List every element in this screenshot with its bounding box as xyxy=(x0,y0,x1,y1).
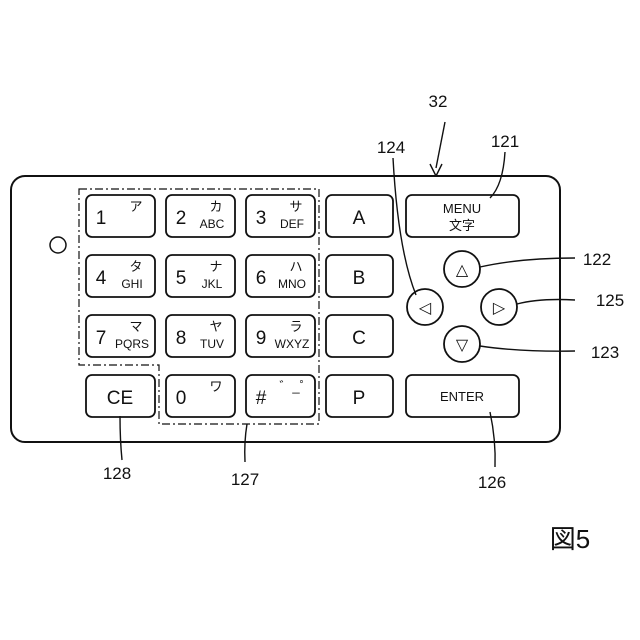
menu-key[interactable]: MENU 文字 xyxy=(406,195,519,237)
down-arrow-key[interactable]: ▽ xyxy=(444,326,480,362)
key-letters: GHI xyxy=(121,277,142,291)
keypad-key-1[interactable]: 1ア xyxy=(86,195,155,237)
left-arrow-key[interactable]: ◁ xyxy=(407,289,443,325)
leader-line-128 xyxy=(120,416,122,460)
keypad-key-9[interactable]: 9 ラ WXYZ xyxy=(246,315,315,357)
key-digit: 5 xyxy=(176,268,187,289)
keypad-key-5[interactable]: 5 ナ JKL xyxy=(166,255,235,297)
ref-126: 126 xyxy=(478,473,506,492)
key-letters: TUV xyxy=(200,337,224,351)
key-digit: 2 xyxy=(176,208,187,229)
ref-127: 127 xyxy=(231,470,259,489)
indicator-lamp xyxy=(50,237,66,253)
letter-key-label: C xyxy=(352,328,366,349)
letter-key-c[interactable]: C xyxy=(326,315,393,357)
keypad-key-2[interactable]: 2 カ ABC xyxy=(166,195,235,237)
up-arrow-icon: △ xyxy=(456,262,469,279)
key-digit: 6 xyxy=(256,268,267,289)
left-arrow-icon: ◁ xyxy=(419,300,432,317)
key-letters: PQRS xyxy=(115,337,149,351)
keypad-key-7[interactable]: 7 マ PQRS xyxy=(86,315,155,357)
menu-key-sublabel: 文字 xyxy=(449,218,475,233)
key-kana: ア xyxy=(129,199,142,214)
letter-key-label: A xyxy=(353,208,366,229)
ce-key-label: CE xyxy=(107,388,133,409)
key-digit: 7 xyxy=(96,328,107,349)
right-arrow-key[interactable]: ▷ xyxy=(481,289,517,325)
key-kana: ゛_゜ xyxy=(279,379,312,394)
letter-key-p[interactable]: P xyxy=(326,375,393,417)
down-arrow-icon: ▽ xyxy=(456,337,469,354)
figure-label: 図5 xyxy=(550,524,590,554)
key-digit: # xyxy=(256,388,267,409)
ref-125: 125 xyxy=(596,291,624,310)
letter-keys: A B C P xyxy=(326,195,393,417)
key-letters: MNO xyxy=(278,277,306,291)
menu-key-label: MENU xyxy=(443,201,481,216)
enter-key-label: ENTER xyxy=(440,389,484,404)
keypad-key-3[interactable]: 3 サ DEF xyxy=(246,195,315,237)
key-kana: カ xyxy=(209,199,222,214)
keypad-key-6[interactable]: 6 ハ MNO xyxy=(246,255,315,297)
key-kana: ラ xyxy=(289,319,302,334)
ref-128: 128 xyxy=(103,464,131,483)
keypad-key-#[interactable]: # ゛_゜ xyxy=(246,375,315,417)
key-digit: 4 xyxy=(96,268,107,289)
key-letters: DEF xyxy=(280,217,304,231)
right-arrow-icon: ▷ xyxy=(493,300,506,317)
ref-122: 122 xyxy=(583,250,611,269)
ref-121: 121 xyxy=(491,132,519,151)
key-kana: ヤ xyxy=(209,319,222,334)
key-kana: ワ xyxy=(209,379,222,394)
key-letters: JKL xyxy=(202,277,223,291)
key-kana: マ xyxy=(129,319,142,334)
enter-key[interactable]: ENTER xyxy=(406,375,519,417)
ref-124: 124 xyxy=(377,138,405,157)
up-arrow-key[interactable]: △ xyxy=(444,251,480,287)
key-kana: ナ xyxy=(209,259,222,274)
leader-line-126 xyxy=(490,412,495,467)
key-letters: ABC xyxy=(200,217,225,231)
letter-key-label: B xyxy=(353,268,366,289)
ref-32: 32 xyxy=(429,92,448,111)
key-kana: タ xyxy=(129,259,142,274)
letter-key-b[interactable]: B xyxy=(326,255,393,297)
keypad-key-8[interactable]: 8 ヤ TUV xyxy=(166,315,235,357)
letter-key-label: P xyxy=(353,388,366,409)
key-digit: 3 xyxy=(256,208,267,229)
key-kana: サ xyxy=(289,199,302,214)
leader-line-32 xyxy=(436,122,445,168)
key-digit: 8 xyxy=(176,328,187,349)
keypad-key-0[interactable]: 0ワ xyxy=(166,375,235,417)
key-digit: 9 xyxy=(256,328,267,349)
ce-key[interactable]: CE xyxy=(86,375,155,417)
key-digit: 1 xyxy=(96,208,107,229)
letter-key-a[interactable]: A xyxy=(326,195,393,237)
ref-123: 123 xyxy=(591,343,619,362)
key-digit: 0 xyxy=(176,388,187,409)
key-letters: WXYZ xyxy=(275,337,310,351)
keypad-key-4[interactable]: 4 タ GHI xyxy=(86,255,155,297)
key-kana: ハ xyxy=(289,259,302,274)
leader-line-125 xyxy=(517,300,575,305)
